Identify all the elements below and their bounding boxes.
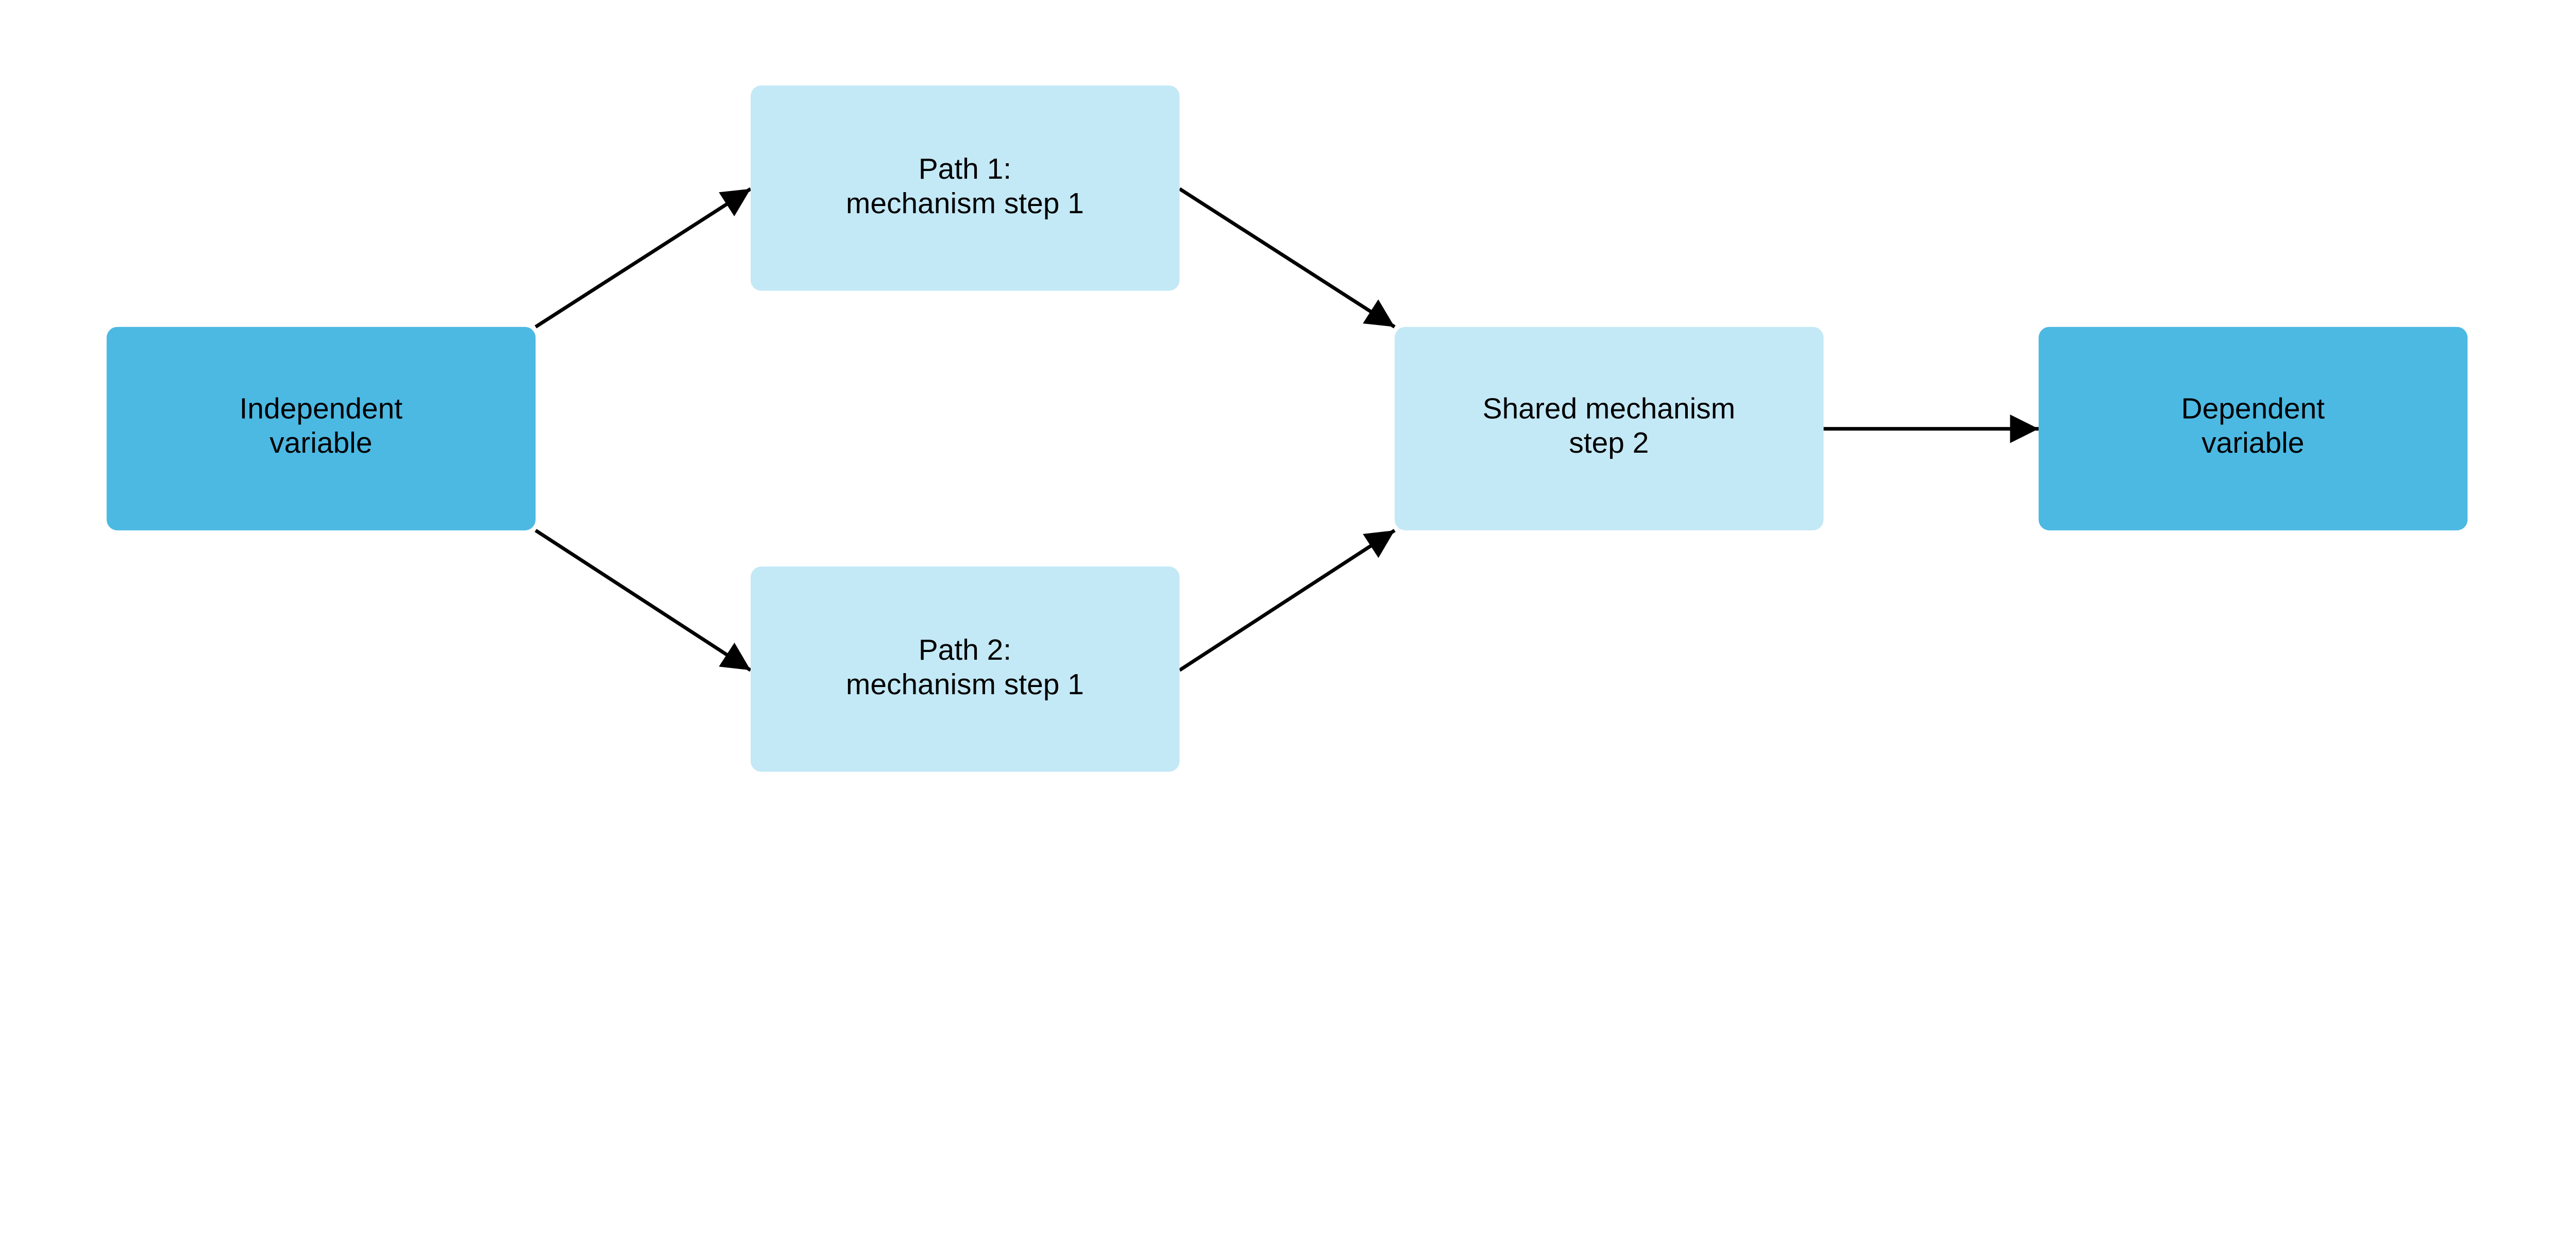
node-label-line2: variable [2201, 426, 2304, 459]
node-label-line2: mechanism step 1 [846, 668, 1084, 701]
node-path2-step1: Path 2: mechanism step 1 [750, 566, 1180, 772]
node-label-line2: variable [269, 426, 372, 459]
edge-independent-to-path1 [534, 187, 752, 329]
node-label-line2: step 2 [1569, 426, 1649, 459]
node-label-line1: Path 1: [919, 152, 1011, 185]
node-label-line1: Path 2: [919, 633, 1011, 666]
node-path1-step1: Path 1: mechanism step 1 [750, 85, 1180, 291]
node-label-line1: Shared mechanism [1483, 392, 1736, 425]
node-label-line1: Independent [240, 392, 403, 425]
edge-independent-to-path2 [534, 528, 752, 672]
node-label-line2: mechanism step 1 [846, 187, 1084, 220]
edge-path2-to-shared [1178, 528, 1396, 672]
node-shared-mechanism: Shared mechanism step 2 [1394, 327, 1824, 530]
node-label-line1: Dependent [2181, 392, 2325, 425]
node-independent-variable: Independent variable [106, 327, 536, 530]
node-dependent-variable: Dependent variable [2038, 327, 2468, 530]
edge-path1-to-shared [1178, 187, 1396, 329]
diagram-canvas: Independent variable Path 1: mechanism s… [106, 85, 2468, 772]
